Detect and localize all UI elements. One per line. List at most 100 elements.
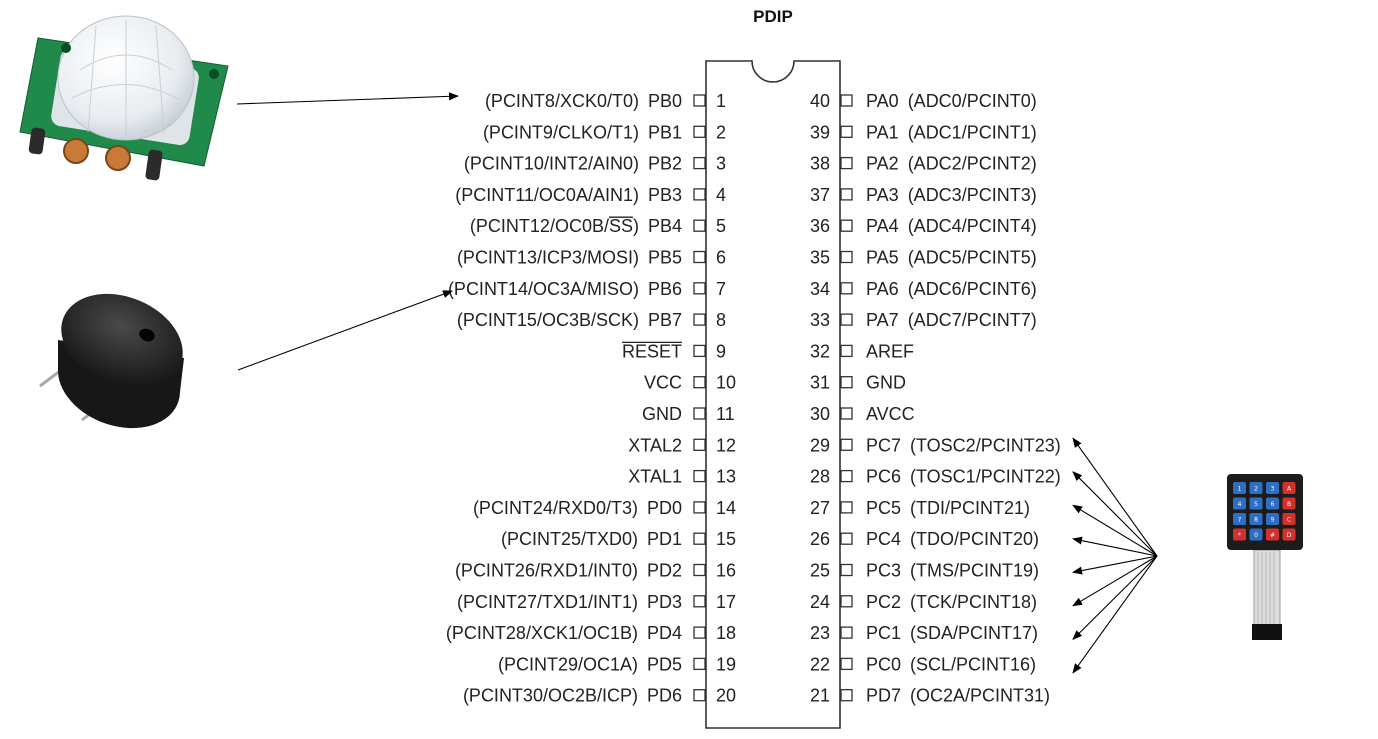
pin-pad <box>840 595 853 608</box>
pin-name: PC2 <box>866 592 901 612</box>
pin-alt-function: (ADC7/PCINT7) <box>908 310 1037 330</box>
pin-alt-function: (PCINT30/OC2B/ICP) <box>463 686 638 706</box>
pin-alt-function: (ADC2/PCINT2) <box>908 154 1037 174</box>
keypad-key-label: 6 <box>1271 501 1275 508</box>
pin-pad <box>693 501 706 514</box>
pin-name: PA0 <box>866 91 899 111</box>
pin-pad <box>840 282 853 295</box>
pin-number: 34 <box>810 279 830 299</box>
arrow-keypad-to-pc6 <box>1072 471 1158 557</box>
keypad-key-label: A <box>1287 486 1292 493</box>
pin-name: PB7 <box>648 310 682 330</box>
pin-number: 17 <box>716 592 736 612</box>
pin-name: VCC <box>644 373 682 393</box>
pin-pad <box>693 532 706 545</box>
arrow-keypad-to-pc3 <box>1072 555 1158 575</box>
pin-alt-function: (TOSC2/PCINT23) <box>910 435 1061 455</box>
keypad-key-label: 1 <box>1238 486 1242 493</box>
keypad-key <box>1282 482 1296 494</box>
keypad-key <box>1233 513 1246 525</box>
pin-name: PA2 <box>866 154 899 174</box>
pin-name: PD1 <box>647 529 682 549</box>
pin-pad <box>693 250 706 264</box>
pin-alt-function: (PCINT25/TXD0) <box>501 529 638 549</box>
pin-name: PD3 <box>647 592 682 612</box>
pin-number: 31 <box>810 373 830 393</box>
pin-pad <box>840 344 853 358</box>
pir-pin <box>145 149 163 181</box>
pin-pad <box>693 626 706 639</box>
keypad-key <box>1233 528 1246 541</box>
pin-name: PB1 <box>648 122 682 142</box>
pin-name: PB2 <box>648 154 682 174</box>
keypad-key <box>1266 528 1279 541</box>
pin-pad <box>840 313 853 326</box>
pin-pad <box>840 563 853 577</box>
keypad-key-label: 3 <box>1271 486 1275 493</box>
pin-number: 39 <box>810 122 830 142</box>
pin-alt-function: (TDI/PCINT21) <box>910 498 1030 518</box>
pin-pad <box>693 376 706 389</box>
pin-alt-function: (PCINT12/OC0B/SS) <box>470 216 639 236</box>
keypad-key <box>1249 528 1263 541</box>
pin-number: 32 <box>810 341 830 361</box>
pin-name: GND <box>642 404 682 424</box>
keypad-key-label: 2 <box>1254 486 1258 493</box>
pin-number: 13 <box>716 467 736 487</box>
pin-alt-function: (OC2A/PCINT31) <box>910 686 1050 706</box>
pin-name: PA1 <box>866 122 899 142</box>
pin-number: 14 <box>716 498 736 518</box>
arrow-keypad-to-pc0 <box>1072 555 1158 674</box>
pin-name: RESET <box>622 341 682 361</box>
pin-alt-function: (SCL/PCINT16) <box>910 654 1036 674</box>
pin-pad <box>840 469 853 483</box>
left-pin-column: 1PB0(PCINT8/XCK0/T0)2PB1(PCINT9/CLKO/T1)… <box>446 91 736 706</box>
keypad-key-label: * <box>1238 532 1241 539</box>
pin-alt-function: (PCINT28/XCK1/OC1B) <box>446 623 638 643</box>
pin-number: 35 <box>810 248 830 268</box>
pin-pad <box>840 657 853 671</box>
pin-alt-function: (PCINT8/XCK0/T0) <box>485 91 639 111</box>
pin-name: PC5 <box>866 498 901 518</box>
keypad-key-label: 7 <box>1238 517 1242 524</box>
pin-name: PA7 <box>866 310 899 330</box>
pin-pad <box>693 125 706 138</box>
pin-pad <box>840 689 853 702</box>
pin-number: 29 <box>810 435 830 455</box>
pin-number: 26 <box>810 529 830 549</box>
keypad-key-label: B <box>1287 501 1291 508</box>
pin-pad <box>840 94 853 107</box>
pin-number: 25 <box>810 561 830 581</box>
keypad-key-label: C <box>1287 517 1291 524</box>
pin-pad <box>693 438 706 451</box>
pin-pad <box>693 156 706 170</box>
keypad-key <box>1282 513 1296 525</box>
arrow-buzzer-to-pb6 <box>237 290 453 371</box>
pin-alt-function: (ADC1/PCINT1) <box>908 122 1037 142</box>
pir-potentiometer <box>105 145 131 171</box>
pin-name: GND <box>866 373 906 393</box>
keypad-key <box>1249 482 1263 494</box>
pin-alt-function: (PCINT29/OC1A) <box>498 654 638 674</box>
keypad-key <box>1266 482 1279 494</box>
keypad-key <box>1282 528 1296 541</box>
pin-alt-function: (TMS/PCINT19) <box>910 561 1039 581</box>
pin-number: 18 <box>716 623 736 643</box>
buzzer-sound-hole <box>139 328 155 342</box>
pin-pad <box>840 438 853 451</box>
pin-name: PA4 <box>866 216 899 236</box>
buzzer-top <box>61 293 183 389</box>
pir-board-hole <box>61 43 71 53</box>
pin-name: PD5 <box>647 654 682 674</box>
pir-board-hole <box>209 69 219 79</box>
pin-number: 19 <box>716 654 736 674</box>
pin-number: 5 <box>716 216 726 236</box>
pin-pad <box>693 595 706 608</box>
pin-pad <box>693 313 706 326</box>
pin-number: 30 <box>810 404 830 424</box>
pin-name: PC3 <box>866 561 901 581</box>
pin-number: 15 <box>716 529 736 549</box>
keypad-key-label: 5 <box>1254 501 1258 508</box>
